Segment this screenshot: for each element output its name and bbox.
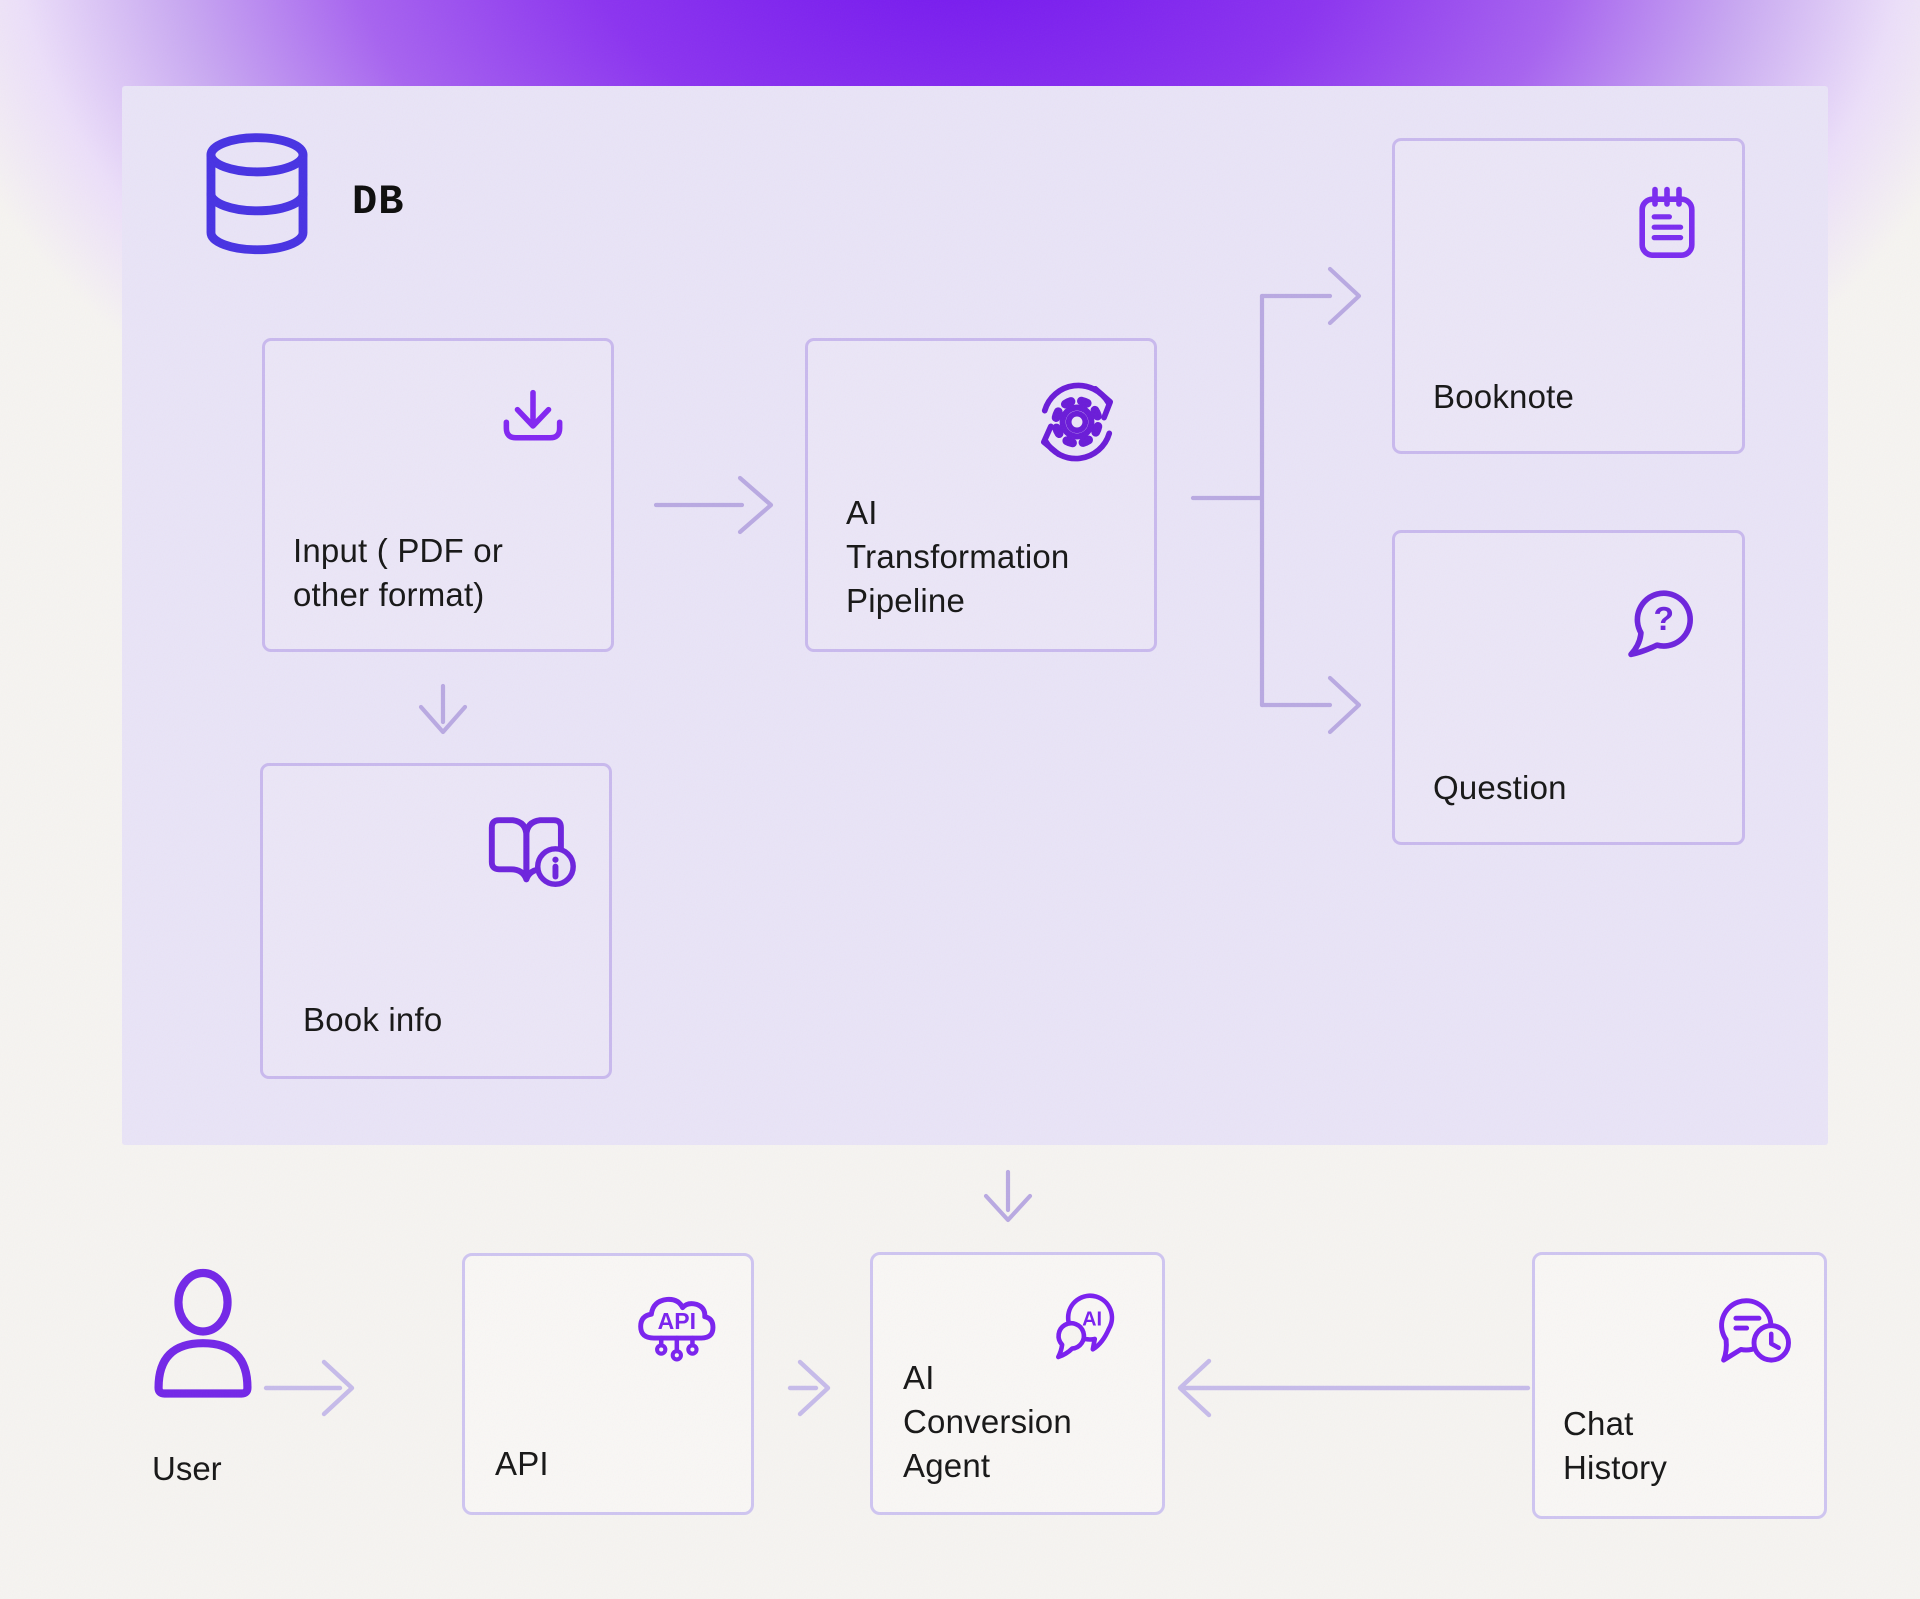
api-cloud-text: API [658, 1308, 696, 1334]
user-label: User [152, 1450, 222, 1487]
pipeline-node: AI Transformation Pipeline [805, 338, 1157, 652]
api-node: API API [462, 1253, 754, 1515]
pipeline-label: AI Transformation Pipeline [846, 494, 1070, 620]
api-cloud-icon: API [630, 1286, 722, 1372]
api-label: API [495, 1445, 549, 1483]
process-sync-gear-icon [1029, 374, 1125, 470]
book-info-icon [480, 808, 580, 896]
agent-node: AI AI Conversion Agent [870, 1252, 1165, 1515]
agent-label: AI Conversion Agent [903, 1359, 1072, 1485]
booknote-label: Booknote [1433, 378, 1575, 416]
chat-history-node: Chat History [1532, 1252, 1827, 1519]
question-glyph: ? [1654, 601, 1675, 638]
input-label: Input ( PDF or other format) [293, 532, 504, 614]
database-icon [198, 130, 316, 264]
booknote-node: Booknote [1392, 138, 1745, 454]
arrow-user-to-api [263, 1359, 355, 1417]
chat-history-label: Chat History [1563, 1405, 1668, 1487]
download-icon [496, 383, 570, 457]
input-node: Input ( PDF or other format) [262, 338, 614, 652]
question-label: Question [1433, 769, 1567, 807]
db-label: DB [352, 178, 405, 226]
arrow-api-to-agent [787, 1359, 831, 1417]
question-bubble-icon: ? [1619, 581, 1699, 663]
bookinfo-node: Book info [260, 763, 612, 1079]
agent-bubble-text: AI [1082, 1309, 1102, 1331]
person-icon [140, 1266, 266, 1404]
arrow-panel-to-agent [983, 1169, 1033, 1223]
bookinfo-label: Book info [303, 1001, 443, 1039]
ai-chat-bubbles-icon: AI [1046, 1284, 1132, 1364]
chat-history-clock-icon [1708, 1289, 1800, 1377]
notepad-icon [1627, 176, 1707, 272]
arrow-chat-to-agent [1177, 1358, 1531, 1418]
question-node: ? Question [1392, 530, 1745, 845]
